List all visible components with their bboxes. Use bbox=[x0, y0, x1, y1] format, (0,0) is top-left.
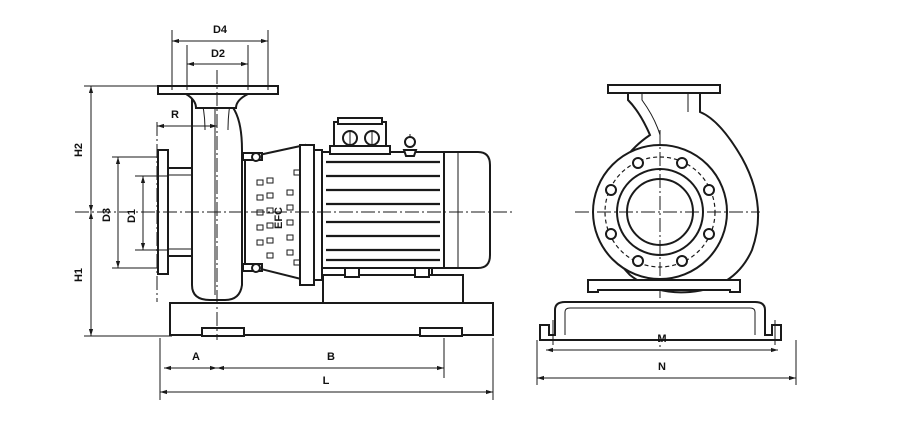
label-r: R bbox=[171, 109, 179, 121]
label-h1: H1 bbox=[73, 268, 85, 282]
motor-flange bbox=[299, 144, 323, 286]
label-d2: D2 bbox=[211, 48, 225, 60]
brand-logo: EFC bbox=[273, 207, 285, 229]
dim-h1: H1 bbox=[73, 212, 94, 336]
dim-a: A bbox=[164, 351, 217, 371]
label-h2: H2 bbox=[73, 143, 85, 157]
pump-casing bbox=[191, 94, 243, 301]
label-a: A bbox=[192, 351, 200, 363]
base-plate bbox=[169, 302, 494, 337]
dim-d2: D2 bbox=[187, 48, 248, 67]
motor-pedestal bbox=[321, 263, 464, 304]
dim-d3: D3 bbox=[101, 157, 121, 268]
dim-h2: H2 bbox=[73, 86, 94, 212]
label-d4: D4 bbox=[213, 24, 228, 36]
dim-l: L bbox=[160, 375, 493, 395]
dim-d1: D1 bbox=[126, 176, 146, 250]
side-view: EFC bbox=[73, 24, 512, 400]
bracket-vent-pattern bbox=[256, 169, 301, 266]
discharge-flange bbox=[157, 85, 279, 109]
front-view: M N bbox=[536, 84, 797, 385]
motor-body bbox=[321, 151, 491, 269]
dim-n: N bbox=[536, 340, 797, 385]
label-m: M bbox=[657, 333, 666, 345]
dim-b: B bbox=[217, 351, 444, 371]
front-discharge-flange bbox=[607, 84, 721, 94]
terminal-box bbox=[329, 117, 391, 155]
front-support-feet bbox=[539, 279, 782, 345]
dim-r: R bbox=[157, 109, 217, 129]
flange-bolts bbox=[605, 157, 715, 267]
label-d1: D1 bbox=[126, 209, 138, 223]
label-n: N bbox=[658, 361, 666, 373]
cooling-fins bbox=[326, 160, 440, 262]
label-b: B bbox=[327, 351, 335, 363]
lifting-eye bbox=[402, 134, 418, 157]
label-l: L bbox=[323, 375, 330, 387]
label-d3: D3 bbox=[101, 208, 113, 222]
dim-d4: D4 bbox=[172, 24, 268, 44]
dim-m: M bbox=[546, 333, 778, 353]
